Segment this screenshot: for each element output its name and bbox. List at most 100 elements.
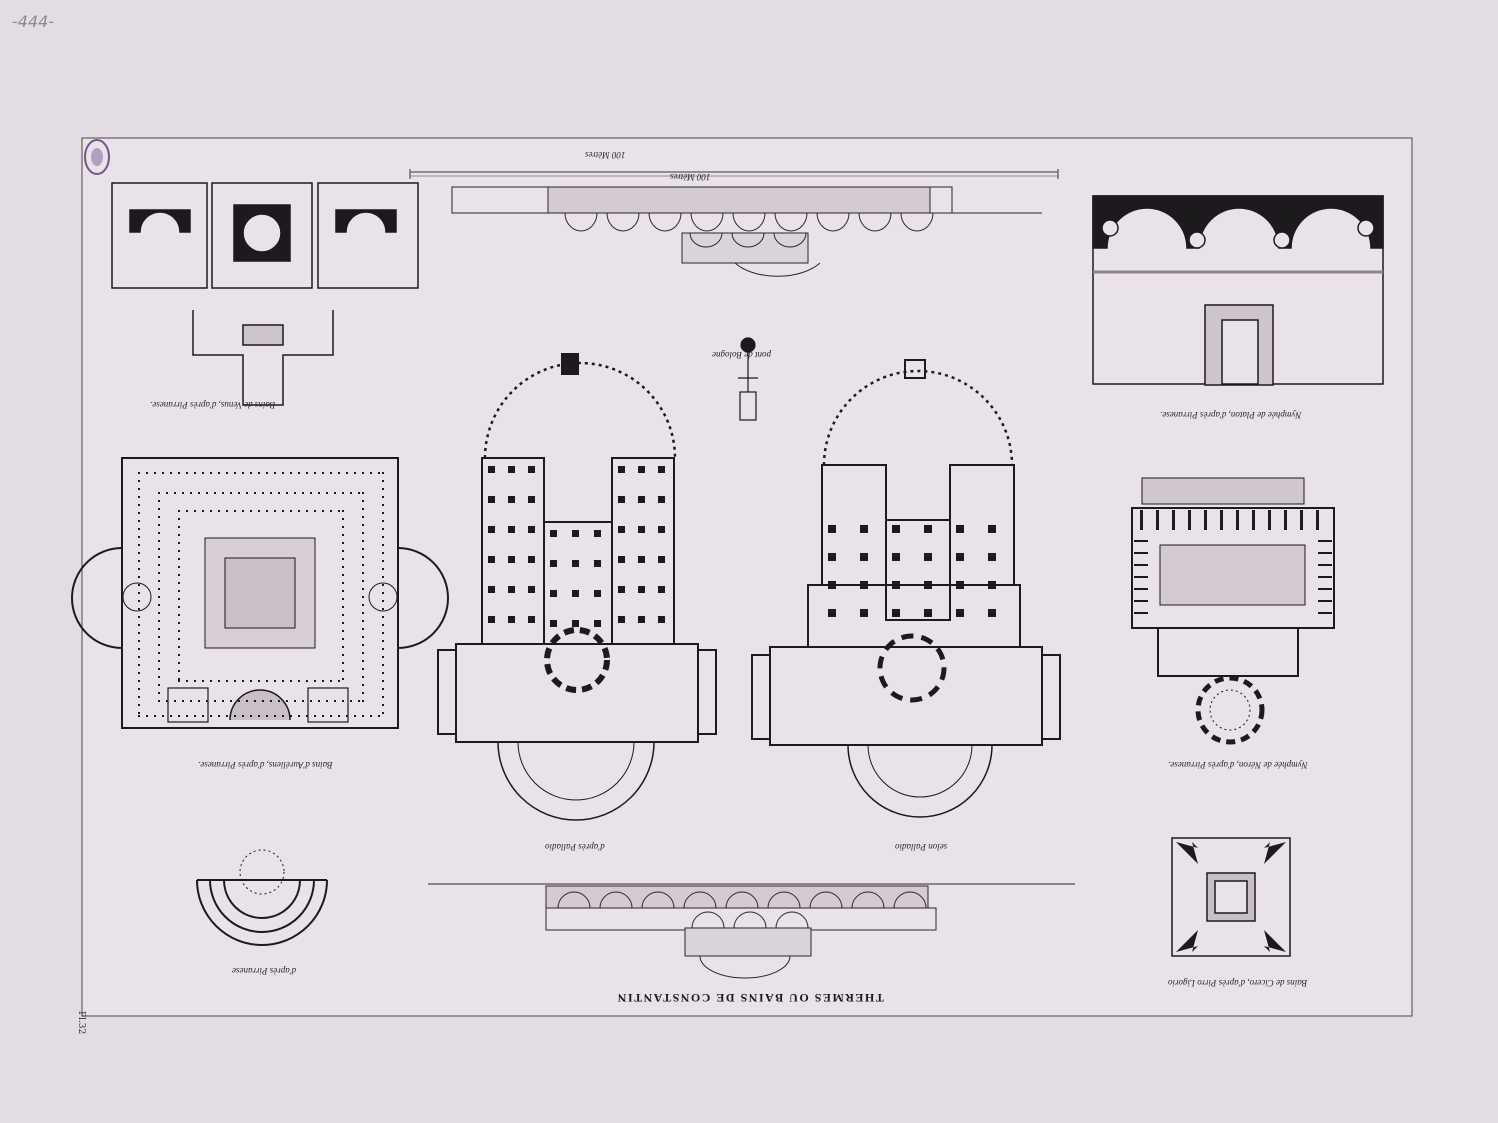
pier — [860, 581, 868, 589]
collector-stamp-icon — [84, 139, 110, 175]
pier — [860, 609, 868, 617]
pier — [508, 556, 515, 563]
pier — [988, 609, 996, 617]
column — [330, 715, 332, 717]
arch — [690, 212, 724, 232]
column — [158, 508, 160, 510]
column — [218, 510, 220, 512]
column — [282, 715, 284, 717]
column — [218, 715, 220, 717]
column — [342, 646, 344, 648]
column — [178, 566, 180, 568]
arch — [606, 212, 640, 232]
column — [370, 715, 372, 717]
column — [382, 568, 384, 570]
bains-de-venus-plan — [111, 182, 419, 406]
arch — [733, 911, 767, 929]
pier — [528, 496, 535, 503]
column — [138, 688, 140, 690]
column — [382, 680, 384, 682]
column — [358, 492, 360, 494]
column — [266, 510, 268, 512]
column — [178, 550, 180, 552]
column — [214, 700, 216, 702]
scale-bar — [409, 169, 1059, 179]
column — [158, 572, 160, 574]
cell-wall — [1316, 510, 1319, 530]
column — [226, 715, 228, 717]
column — [346, 472, 348, 474]
column — [362, 548, 364, 550]
column — [138, 616, 140, 618]
column — [382, 536, 384, 538]
pier — [924, 525, 932, 533]
label-d-apres-palladio: d'après Palladio — [545, 842, 605, 852]
cell-wall — [1140, 510, 1143, 530]
column — [334, 700, 336, 702]
column — [382, 640, 384, 642]
pier — [594, 530, 601, 537]
column — [210, 510, 212, 512]
pier — [550, 560, 557, 567]
column — [182, 700, 184, 702]
column — [306, 510, 308, 512]
column — [342, 558, 344, 560]
pier — [594, 590, 601, 597]
column — [138, 680, 140, 682]
column — [138, 472, 140, 474]
pier — [618, 496, 625, 503]
column — [158, 636, 160, 638]
column — [322, 510, 324, 512]
column — [158, 668, 160, 670]
column — [362, 604, 364, 606]
column — [382, 496, 384, 498]
column — [354, 472, 356, 474]
column — [210, 715, 212, 717]
column — [158, 620, 160, 622]
pier — [528, 556, 535, 563]
arch — [683, 891, 717, 909]
column — [266, 472, 268, 474]
column — [362, 676, 364, 678]
column — [138, 712, 140, 714]
arch — [893, 891, 927, 909]
pier — [924, 581, 932, 589]
column — [382, 712, 384, 714]
column — [138, 584, 140, 586]
column — [302, 700, 304, 702]
column — [198, 700, 200, 702]
pier — [488, 616, 495, 623]
column — [186, 680, 188, 682]
pier — [550, 620, 557, 627]
thermes-plan-palladio — [437, 353, 717, 821]
arch — [731, 232, 765, 248]
column — [342, 542, 344, 544]
column — [138, 552, 140, 554]
column — [178, 534, 180, 536]
cell-wall — [1172, 510, 1175, 530]
cell-wall — [1252, 510, 1255, 530]
column — [222, 492, 224, 494]
bottom-elevation — [428, 883, 1075, 979]
column — [138, 576, 140, 578]
column — [342, 582, 344, 584]
pier — [488, 526, 495, 533]
pier — [488, 466, 495, 473]
pier — [988, 553, 996, 561]
column — [382, 480, 384, 482]
column — [178, 662, 180, 664]
arch — [732, 212, 766, 232]
column — [362, 668, 364, 670]
column — [178, 472, 180, 474]
column — [138, 512, 140, 514]
column — [322, 715, 324, 717]
top-elevation — [451, 186, 1042, 277]
column — [210, 472, 212, 474]
column — [226, 510, 228, 512]
arch — [767, 891, 801, 909]
column — [306, 472, 308, 474]
column — [354, 715, 356, 717]
column — [178, 518, 180, 520]
column — [158, 532, 160, 534]
arch — [691, 911, 725, 929]
